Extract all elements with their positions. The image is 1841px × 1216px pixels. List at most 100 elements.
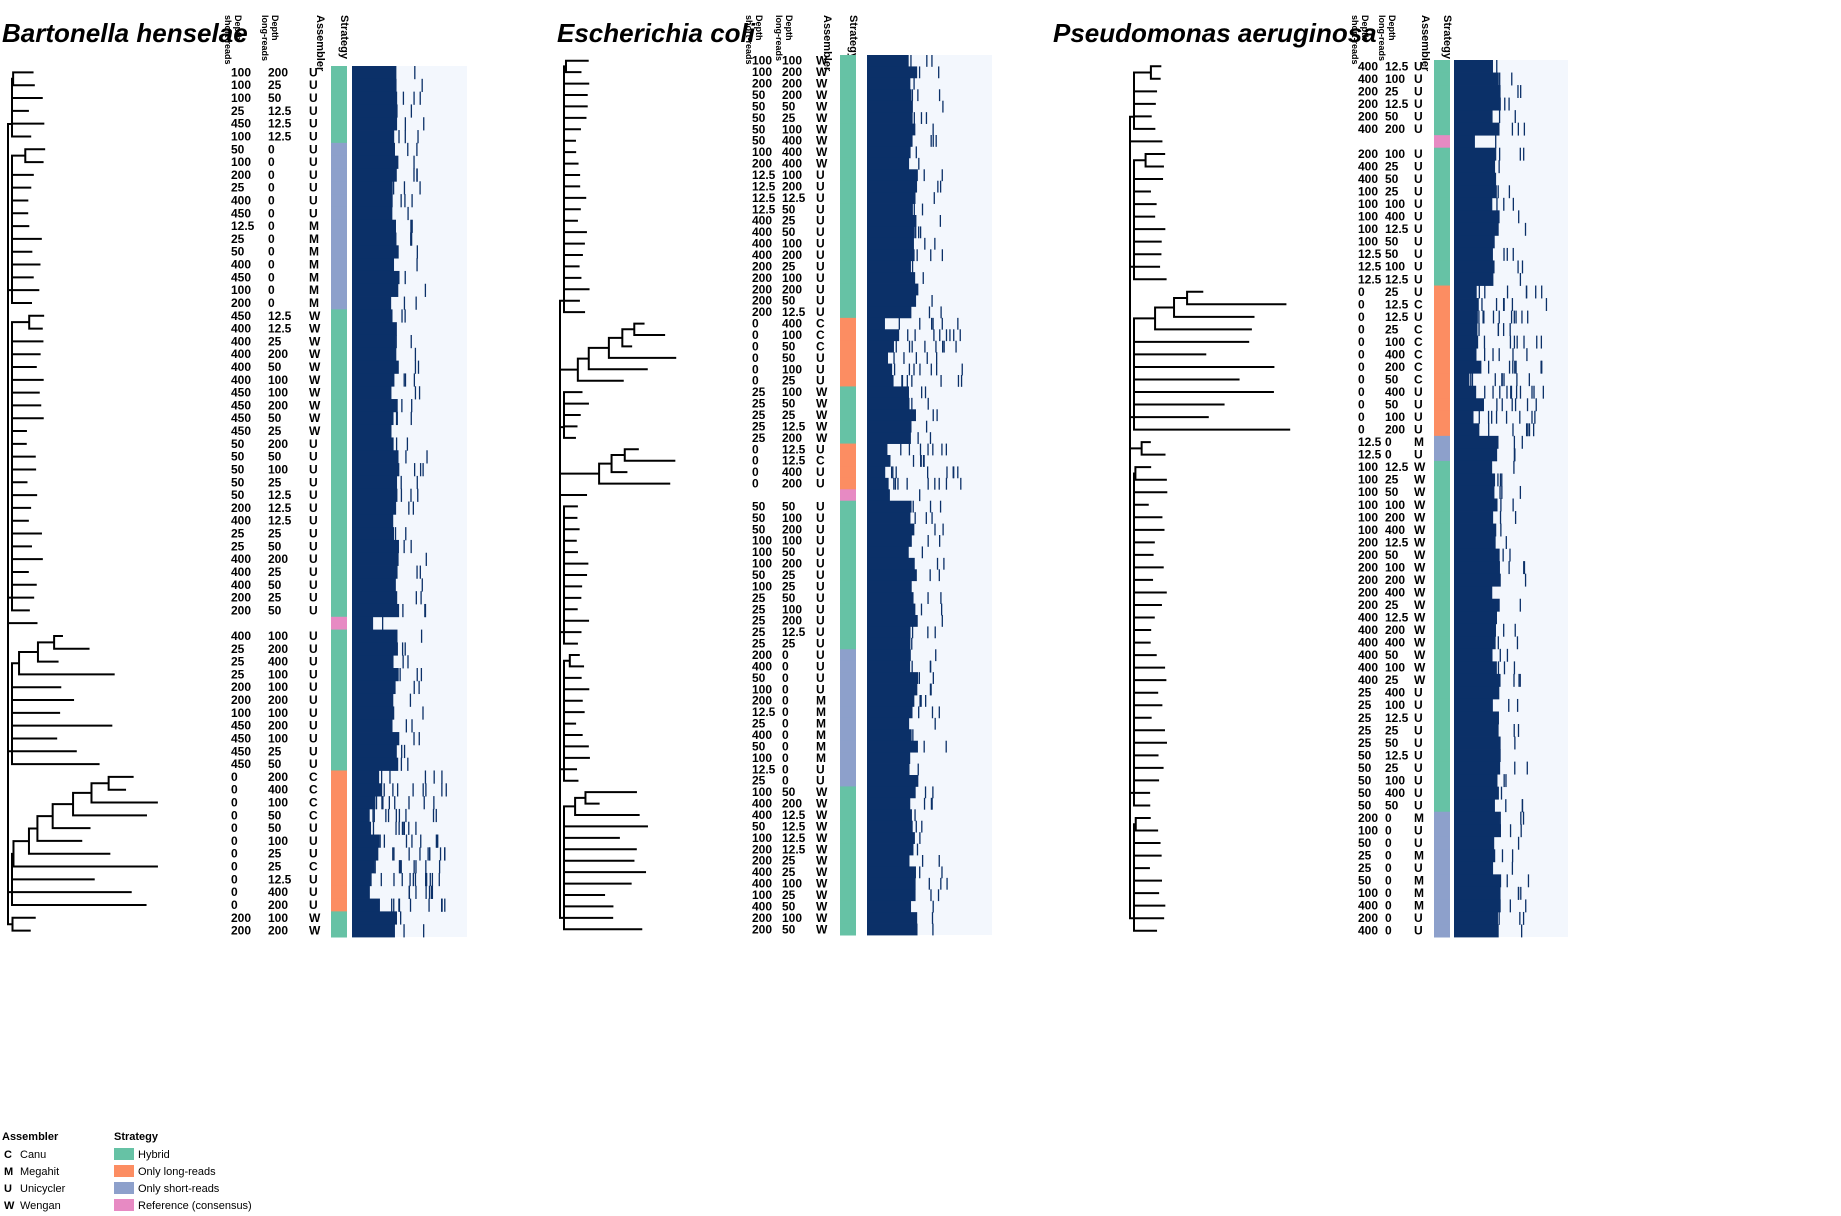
depth-long-value: 100 — [782, 168, 802, 182]
depth-short-value: 0 — [1358, 335, 1365, 349]
depth-long-value: 400 — [268, 885, 288, 899]
depth-short-value: 25 — [1358, 736, 1372, 750]
depth-long-value: 200 — [268, 770, 288, 784]
assembler-code: U — [816, 248, 825, 262]
assembler-code: U — [1414, 59, 1423, 73]
header-depth-long-reads: Depthlong-reads — [260, 15, 280, 61]
strategy-cell — [840, 157, 856, 170]
legend-strategy-title: Strategy — [114, 1131, 159, 1143]
assembler-code: U — [1414, 698, 1423, 712]
assembler-code: M — [309, 270, 319, 284]
depth-long-value: 0 — [782, 705, 789, 719]
assembler-code: U — [816, 477, 825, 491]
strategy-cell — [1434, 285, 1450, 299]
strategy-cell — [331, 360, 347, 374]
depth-long-value: 50 — [268, 757, 282, 771]
depth-short-value: 450 — [231, 386, 251, 400]
depth-short-value: 0 — [231, 847, 238, 861]
assembler-code: C — [309, 783, 318, 797]
assembler-code: U — [1414, 72, 1423, 86]
depth-long-value: 400 — [268, 783, 288, 797]
depth-short-value: 50 — [752, 522, 766, 536]
assembler-code: W — [1414, 673, 1426, 687]
depth-short-value: 450 — [231, 270, 251, 284]
assembler-code: M — [816, 751, 826, 765]
depth-long-value: 50 — [1385, 109, 1399, 123]
assembler-code: U — [309, 719, 318, 733]
depth-long-value: 50 — [268, 821, 282, 835]
depth-long-value: 100 — [268, 373, 288, 387]
depth-short-value: 400 — [231, 258, 251, 272]
assembler-code: W — [816, 65, 828, 79]
depth-short-value: 12.5 — [752, 705, 776, 719]
strategy-cell — [840, 226, 856, 239]
strategy-cell — [1434, 398, 1450, 412]
depth-short-value: 12.5 — [231, 219, 255, 233]
depth-short-value: 100 — [752, 831, 772, 845]
strategy-cell — [1434, 348, 1450, 362]
strategy-cell — [1434, 222, 1450, 236]
depth-long-value: 100 — [268, 834, 288, 848]
assembler-code: M — [1414, 899, 1424, 913]
strategy-strip — [331, 66, 347, 938]
depth-short-value: 50 — [752, 134, 766, 148]
assembler-code: W — [309, 386, 321, 400]
strategy-cell — [331, 194, 347, 208]
strategy-cell — [1434, 473, 1450, 487]
depth-long-value: 0 — [1385, 849, 1392, 863]
depth-long-value: 12.5 — [268, 872, 292, 886]
depth-long-value: 400 — [782, 145, 802, 159]
assembler-code: C — [309, 860, 318, 874]
depth-long-value: 100 — [1385, 560, 1405, 574]
depth-long-value: 50 — [1385, 485, 1399, 499]
depth-long-value: 25 — [268, 591, 282, 605]
strategy-cell — [840, 192, 856, 205]
depth-short-value: 400 — [752, 225, 772, 239]
strategy-cell — [331, 219, 347, 234]
depth-long-value: 200 — [782, 88, 802, 102]
depth-long-value: 0 — [1385, 899, 1392, 913]
depth-long-value: 200 — [782, 431, 802, 445]
strategy-cell — [1434, 648, 1450, 662]
strategy-cell — [840, 626, 856, 639]
strategy-cell — [1434, 210, 1450, 224]
depth-short-value: 200 — [752, 842, 772, 856]
depth-short-value: 450 — [231, 206, 251, 220]
depth-short-value: 12.5 — [1358, 260, 1382, 274]
strategy-cell — [1434, 911, 1450, 925]
depth-long-value: 200 — [268, 924, 288, 938]
assembler-code: W — [816, 854, 828, 868]
assembler-code: W — [309, 309, 321, 323]
depth-long-value: 50 — [268, 539, 282, 553]
depth-short-value: 200 — [1358, 598, 1378, 612]
strategy-cell — [1434, 460, 1450, 474]
depth-long-value: 0 — [1385, 824, 1392, 838]
depth-short-value: 12.5 — [1358, 247, 1382, 261]
assembler-code: M — [816, 694, 826, 708]
assembler-code: U — [1414, 109, 1423, 123]
depth-long-value: 12.5 — [268, 322, 292, 336]
legend-assembler-code: U — [4, 1183, 12, 1195]
strategy-cell — [840, 832, 856, 845]
depth-short-value: 100 — [752, 534, 772, 548]
depth-short-value: 25 — [1358, 849, 1372, 863]
depth-long-value: 25 — [1385, 761, 1399, 775]
depth-long-value: 25 — [1385, 473, 1399, 487]
strategy-cell — [331, 539, 347, 554]
header-strategy: Strategy — [338, 15, 350, 60]
assembler-code: U — [309, 834, 318, 848]
assembler-code: U — [309, 847, 318, 861]
depth-short-value: 100 — [1358, 473, 1378, 487]
depth-long-value: 25 — [268, 475, 282, 489]
depth-long-value: 200 — [1385, 360, 1405, 374]
assembler-code: U — [816, 305, 825, 319]
assembler-code: U — [1414, 911, 1423, 925]
depth-short-value: 100 — [1358, 886, 1378, 900]
depth-long-value: 100 — [782, 122, 802, 136]
strategy-cell — [331, 475, 347, 490]
depth-short-value: 400 — [752, 214, 772, 228]
depth-long-value: 50 — [1385, 172, 1399, 186]
strategy-cell — [331, 66, 347, 80]
assembler-code: U — [816, 762, 825, 776]
depth-long-value: 0 — [1385, 811, 1392, 825]
